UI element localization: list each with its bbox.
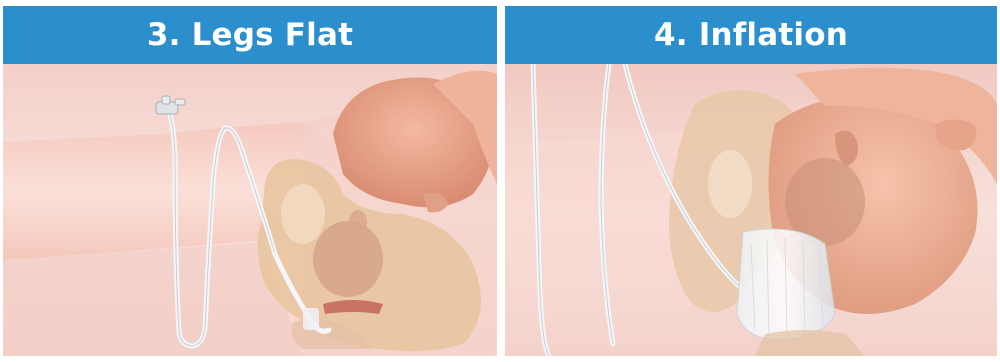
panel-title-inflation: 4. Inflation [505, 6, 997, 64]
inflation-svg [505, 64, 997, 356]
catheter-balloon [303, 308, 319, 330]
legs-flat-svg [3, 64, 497, 356]
panel-divider [497, 6, 505, 356]
inflated-balloon [737, 229, 835, 340]
baby-head [313, 221, 383, 297]
legs-flat-illustration [3, 64, 497, 356]
panel-legs-flat: 3. Legs Flat [3, 6, 497, 356]
inflation-illustration [505, 64, 997, 356]
panel-inflation: 4. Inflation [505, 6, 997, 356]
panel-title-legs-flat: 3. Legs Flat [3, 6, 497, 64]
